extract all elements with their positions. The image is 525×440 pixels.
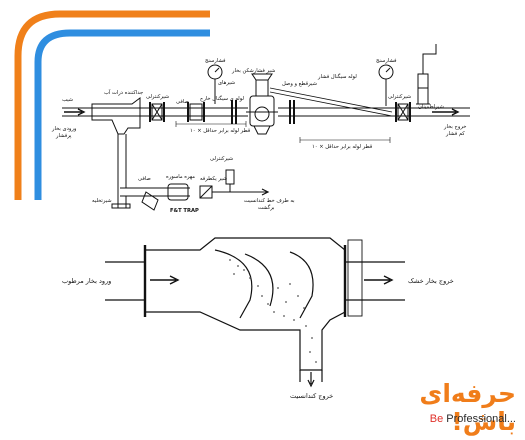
- pressure-gauge-2: [378, 64, 394, 106]
- label-reducer: شیرقطع و وصل: [282, 81, 317, 87]
- gate-valve-2: [395, 102, 411, 122]
- label-safety-valve: شیراطمینان: [418, 104, 444, 110]
- label-relief-line: شیرهای: [218, 80, 235, 86]
- label-sight-glass: شیرکنترلی: [210, 156, 233, 162]
- label-check-valve: شیر یکطرفه: [200, 176, 227, 182]
- dry-steam-arrow: [364, 275, 394, 285]
- label-trap-name: F&T TRAP: [170, 208, 199, 214]
- label-slope: شیب: [62, 97, 73, 103]
- condensate-fill: [229, 259, 317, 363]
- separator-section: [105, 237, 405, 382]
- signal-tube: [269, 87, 393, 113]
- label-pilot-line: لوله ی سیگنال خارج: [200, 95, 244, 102]
- drain-leg: [111, 187, 190, 209]
- strainer-2: [141, 191, 159, 211]
- label-gate-valve-1: شیرکنترلی: [146, 94, 169, 100]
- return-line: [212, 188, 270, 196]
- brand-tagline-prefix: Be: [429, 413, 444, 425]
- label-strainer-1: صافی: [176, 99, 189, 105]
- label-steam-outlet-sub: کم فشار: [445, 131, 465, 137]
- condensate-arrow: [307, 372, 315, 388]
- label-steam-inlet-sub: پرفشار: [55, 133, 72, 139]
- dim-line-2: [299, 137, 391, 143]
- outlet-pipe: [278, 107, 470, 117]
- label-prv: شیر فشارشکن بخار: [231, 68, 275, 74]
- outlet-arrow: [432, 108, 460, 116]
- top-sight-glass: [225, 169, 235, 192]
- label-condensate-out: خروج کندانسیت: [290, 392, 333, 400]
- label-steam-inlet: ورودی بخار: [51, 126, 77, 132]
- label-gate-valve-2: شیرکنترلی: [388, 94, 411, 100]
- label-trap-inlet: مهره ماسوره: [166, 174, 195, 180]
- pressure-gauge-1: [207, 64, 223, 104]
- strainer-1: [187, 102, 205, 122]
- brand-logo-fa: حرفه‌ای باش!: [419, 379, 517, 436]
- dim-line-1: [175, 121, 247, 127]
- f-and-t-trap: [167, 183, 189, 201]
- brand-tagline-rest: Professional...: [443, 413, 516, 425]
- label-dry-steam-out: خروج بخار خشک: [408, 277, 454, 285]
- wet-steam-arrow: [150, 275, 180, 285]
- orange-arc: [14, 10, 210, 200]
- check-valve: [199, 185, 213, 199]
- pressure-reducing-valve: [246, 73, 278, 135]
- label-drain-valve: شیرتخلیه: [92, 198, 112, 204]
- label-steam-outlet: خروج بخار: [443, 124, 466, 130]
- gate-valve-1: [149, 102, 165, 122]
- label-separator: جداکننده ذرات آب: [104, 89, 143, 96]
- label-pipe-dia-1: ۱۰ × قطر لوله برابر حداقل: [190, 128, 251, 134]
- brand-tagline: Be Professional...: [386, 413, 516, 425]
- label-return-line-sub: برگشت: [258, 204, 275, 211]
- label-strainer-2: صافی: [138, 176, 151, 182]
- label-pipe-dia-2: ۱۰ × قطر لوله برابر حداقل: [312, 144, 373, 150]
- label-wet-steam-in: ورود بخار مرطوب: [62, 277, 111, 285]
- label-pressure-gauge-2: فشارسنج: [376, 58, 397, 64]
- separator-body: [91, 97, 141, 135]
- label-signal-tube: لوله سیگنال فشار: [317, 73, 357, 80]
- inlet-arrow: [64, 108, 86, 116]
- safety-valve: [416, 44, 437, 105]
- blue-arc: [34, 29, 210, 200]
- label-return-line: به طرف خط کندانسیت: [244, 198, 295, 204]
- label-pressure-gauge-1: فشارسنج: [205, 58, 226, 64]
